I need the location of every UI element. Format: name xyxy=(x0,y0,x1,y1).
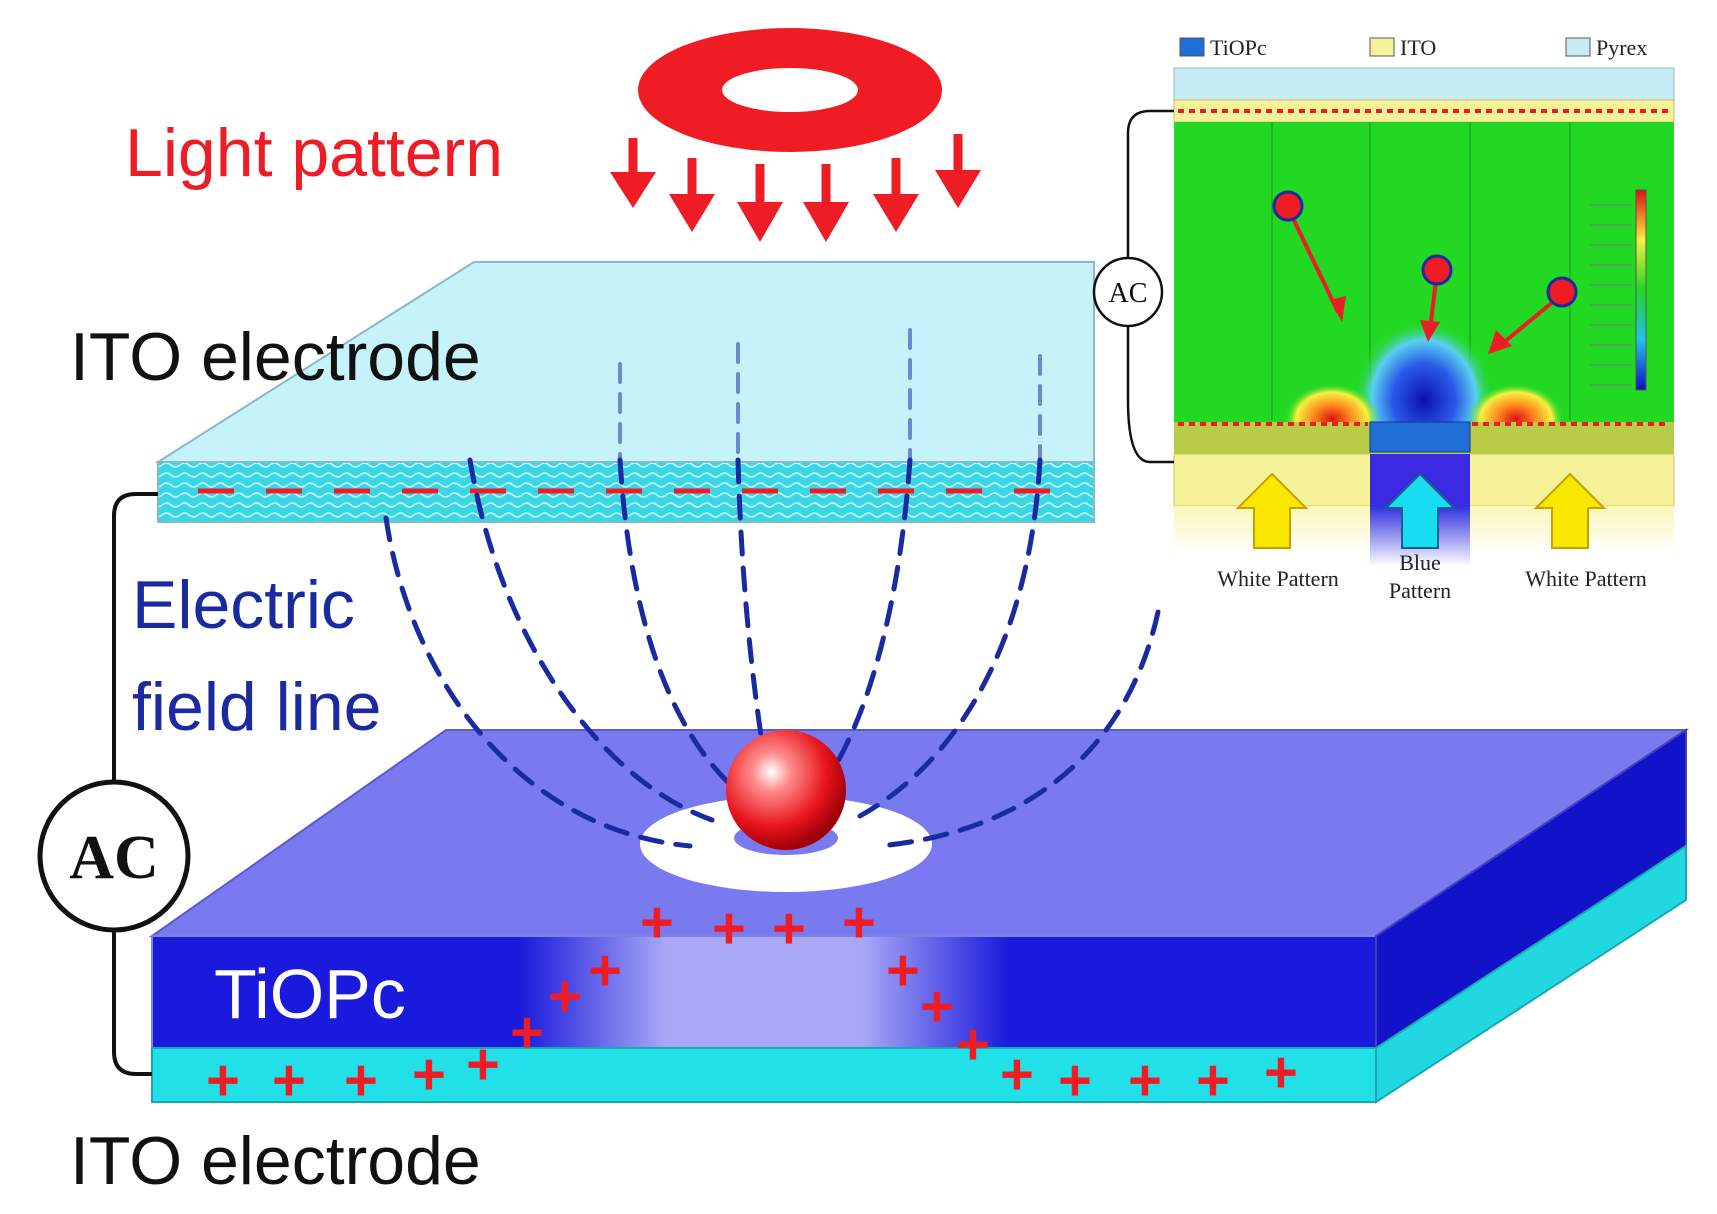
inset-pyrex-layer xyxy=(1173,67,1675,101)
field-line xyxy=(735,457,769,771)
white-pattern-label-left: White Pattern xyxy=(1217,566,1339,591)
light-arrow xyxy=(737,164,783,242)
plus-charge: + xyxy=(588,938,622,1003)
white-pattern-arrow-right xyxy=(1533,472,1607,549)
inset-ac-symbol xyxy=(1092,256,1164,328)
electric-field-label-line2: field line xyxy=(132,669,382,745)
plus-charge: + xyxy=(1196,1048,1230,1113)
plus-charge: + xyxy=(206,1048,240,1113)
light-arrows xyxy=(610,134,981,242)
light-pattern-label: Light pattern xyxy=(125,115,503,191)
field-line xyxy=(817,457,913,793)
plus-charge: + xyxy=(548,964,582,1029)
light-arrow xyxy=(873,158,919,232)
ac-wire-top xyxy=(112,492,158,780)
inset-ac-wire xyxy=(1126,109,1174,464)
light-pattern-ring-hole xyxy=(722,68,858,112)
inset-ac-label: AC xyxy=(1109,278,1148,309)
field-line xyxy=(467,457,715,823)
positive-charges: + + + + + + + + + + + + + + + + + + + + xyxy=(206,890,1298,1113)
inset-color-bar xyxy=(1635,189,1647,391)
simulation-inset: TiOPc ITO Pyrex xyxy=(1092,35,1675,603)
ac-source-symbol xyxy=(37,779,191,933)
light-arrow xyxy=(803,164,849,242)
plus-charge: + xyxy=(1000,1042,1034,1107)
light-arrow xyxy=(610,138,656,208)
field-line xyxy=(857,457,1043,819)
light-arrow xyxy=(669,158,715,232)
ac-circuit: AC xyxy=(37,492,191,1076)
plus-charge: + xyxy=(712,896,746,961)
tiopc-label: TiOPc xyxy=(214,955,406,1033)
inset-particle xyxy=(1272,190,1304,222)
inset-color-bar-ticks xyxy=(1590,204,1632,386)
legend-label-tiopc: TiOPc xyxy=(1210,35,1267,60)
plus-charge: + xyxy=(1264,1040,1298,1105)
plus-charge: + xyxy=(886,938,920,1003)
inset-particle xyxy=(1421,254,1453,286)
plus-charge: + xyxy=(640,890,674,955)
ito-top-label: ITO electrode xyxy=(70,319,481,395)
legend-label-pyrex: Pyrex xyxy=(1596,35,1647,60)
plus-charge: + xyxy=(1058,1048,1092,1113)
plus-charge: + xyxy=(956,1012,990,1077)
inset-legend: TiOPc ITO Pyrex xyxy=(1179,35,1647,60)
trapped-particle-sphere xyxy=(726,730,846,850)
inset-particle xyxy=(1546,276,1578,308)
plus-charge: + xyxy=(272,1048,306,1113)
field-line xyxy=(383,515,693,849)
light-arrow xyxy=(935,134,981,208)
blue-pattern-label-line1: Blue xyxy=(1399,550,1441,575)
legend-label-ito: ITO xyxy=(1400,35,1436,60)
inset-tiopc-lit-region xyxy=(1369,421,1471,453)
plus-charge: + xyxy=(344,1048,378,1113)
legend-swatch-pyrex xyxy=(1565,37,1591,57)
inset-particles xyxy=(1272,190,1578,354)
ac-wire-bottom xyxy=(112,930,152,1076)
legend-swatch-tiopc xyxy=(1179,37,1205,57)
field-line xyxy=(877,609,1161,849)
plus-charge: + xyxy=(772,896,806,961)
ac-main-label: AC xyxy=(69,824,159,892)
ito-bottom-label: ITO electrode xyxy=(70,1123,481,1199)
plus-charge: + xyxy=(412,1042,446,1107)
plus-charge: + xyxy=(1128,1048,1162,1113)
plus-charge: + xyxy=(842,890,876,955)
electric-field-label-line1: Electric xyxy=(132,567,355,643)
electric-field-lines xyxy=(383,328,1161,849)
plus-charge: + xyxy=(466,1032,500,1097)
ito-bottom-front-face xyxy=(151,1047,1377,1103)
plus-charge: + xyxy=(510,1000,544,1065)
bottom-substrate: TiOPc ITO electrode xyxy=(70,728,1690,1199)
ito-bottom-side-face xyxy=(1375,844,1687,1104)
white-pattern-label-right: White Pattern xyxy=(1525,566,1647,591)
light-pattern-group: Light pattern xyxy=(125,28,981,242)
legend-swatch-ito xyxy=(1369,37,1395,57)
top-ito-electrode: ITO electrode xyxy=(70,261,1095,523)
plus-charge: + xyxy=(920,974,954,1039)
tiopc-front-face xyxy=(151,935,1377,1049)
white-pattern-arrow-left xyxy=(1235,472,1309,549)
blue-pattern-arrow xyxy=(1383,472,1457,549)
blue-pattern-label-line2: Pattern xyxy=(1389,578,1451,603)
